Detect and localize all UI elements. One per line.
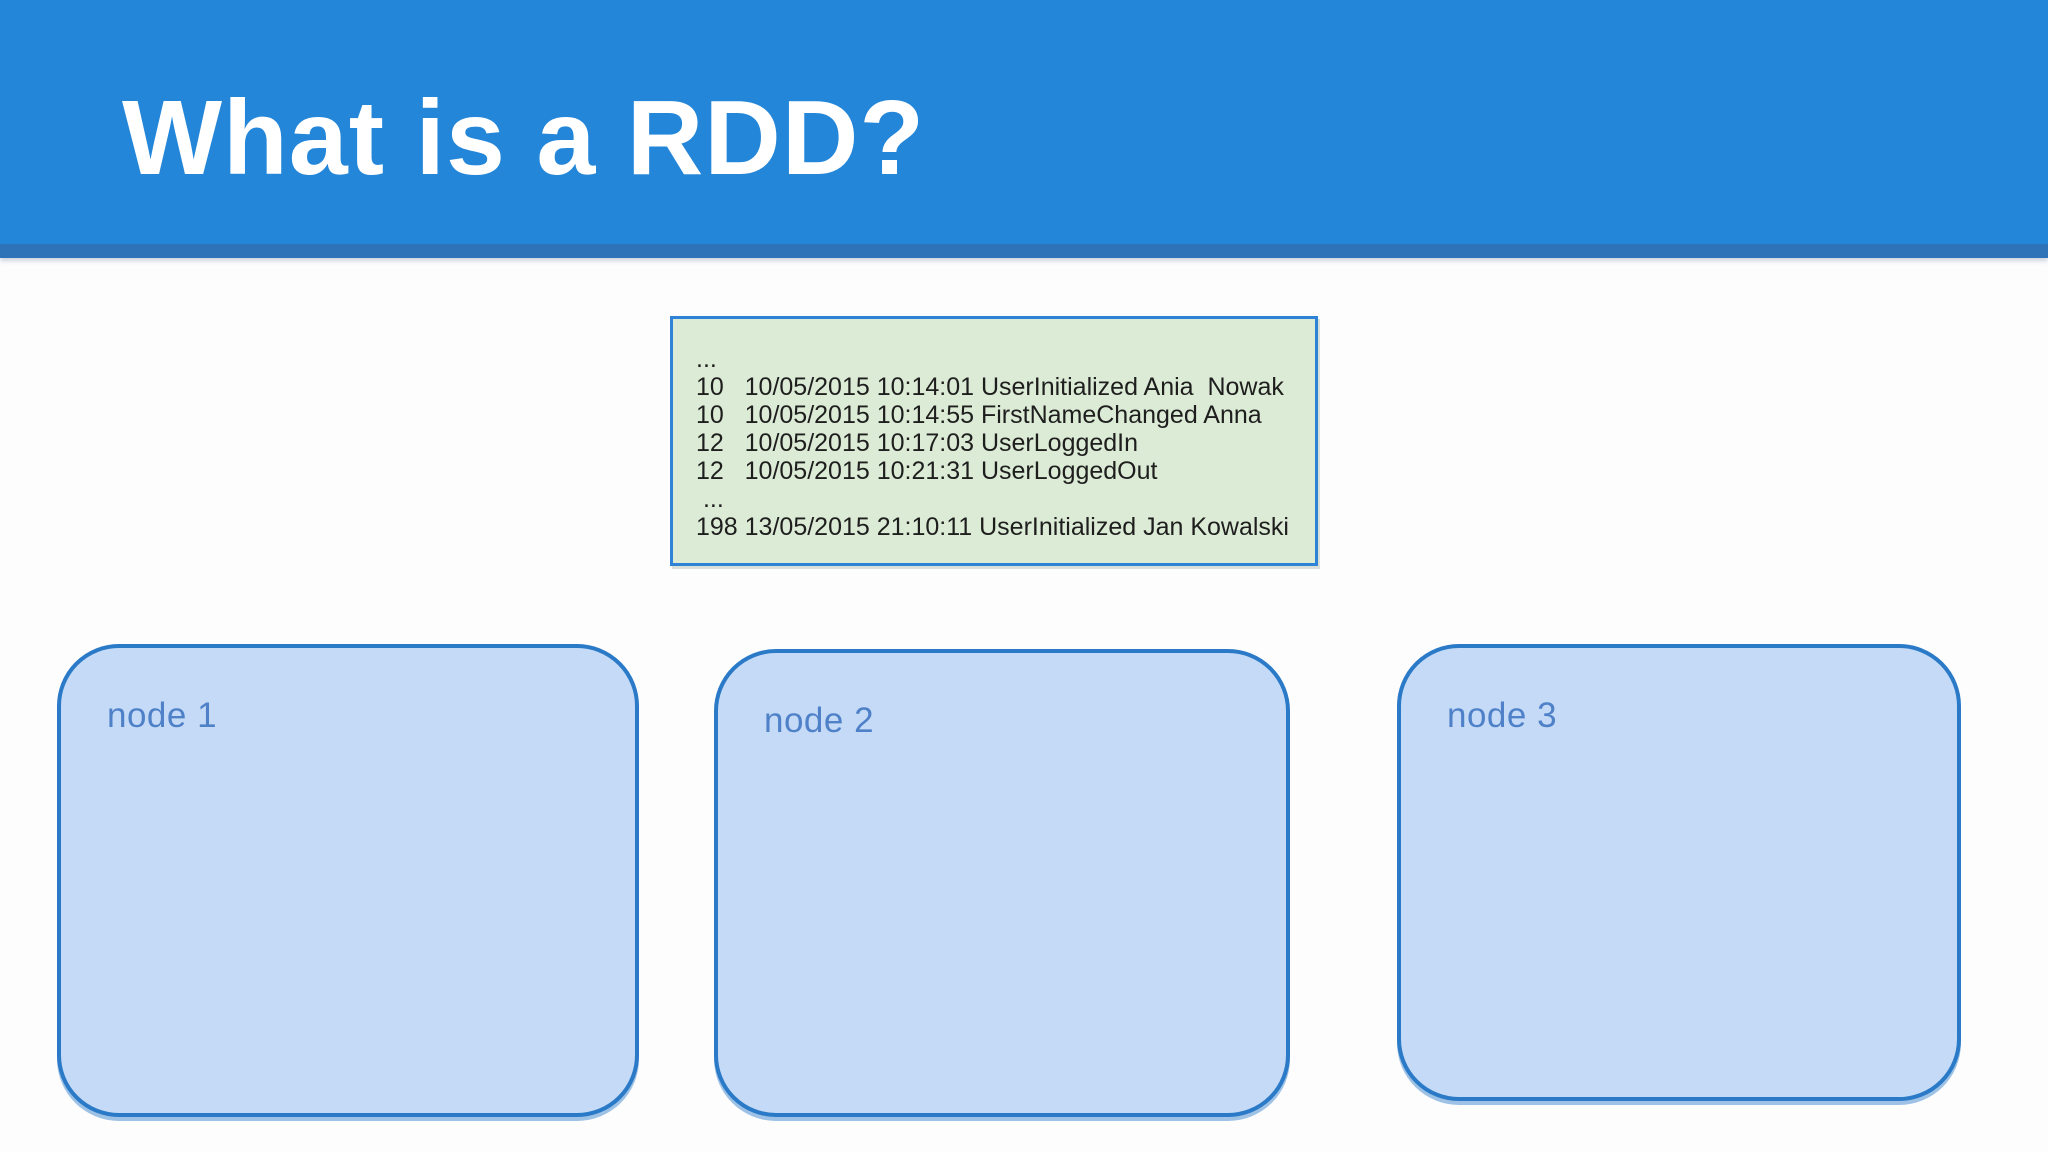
node-box-3: node 3 <box>1397 644 1961 1101</box>
node-3-label: node 3 <box>1447 696 1558 735</box>
log-line: ... <box>696 345 717 373</box>
log-line: 10 10/05/2015 10:14:01 UserInitialized A… <box>696 373 1284 401</box>
log-line: 12 10/05/2015 10:17:03 UserLoggedIn <box>696 429 1139 457</box>
log-line: 10 10/05/2015 10:14:55 FirstNameChanged … <box>696 401 1262 429</box>
log-line: 198 13/05/2015 21:10:11 UserInitialized … <box>696 513 1289 541</box>
log-line: 12 10/05/2015 10:21:31 UserLoggedOut <box>696 457 1158 485</box>
node-2-label: node 2 <box>764 701 875 740</box>
node-1-label: node 1 <box>107 696 218 735</box>
slide-header-band: What is a RDD? <box>0 0 2048 244</box>
log-line: ... <box>696 485 724 513</box>
header-accent-strip <box>0 244 2048 258</box>
page-title: What is a RDD? <box>122 79 926 197</box>
node-box-1: node 1 <box>57 644 639 1117</box>
event-log-box: ... 10 10/05/2015 10:14:01 UserInitializ… <box>670 316 1318 566</box>
node-box-2: node 2 <box>714 649 1290 1117</box>
